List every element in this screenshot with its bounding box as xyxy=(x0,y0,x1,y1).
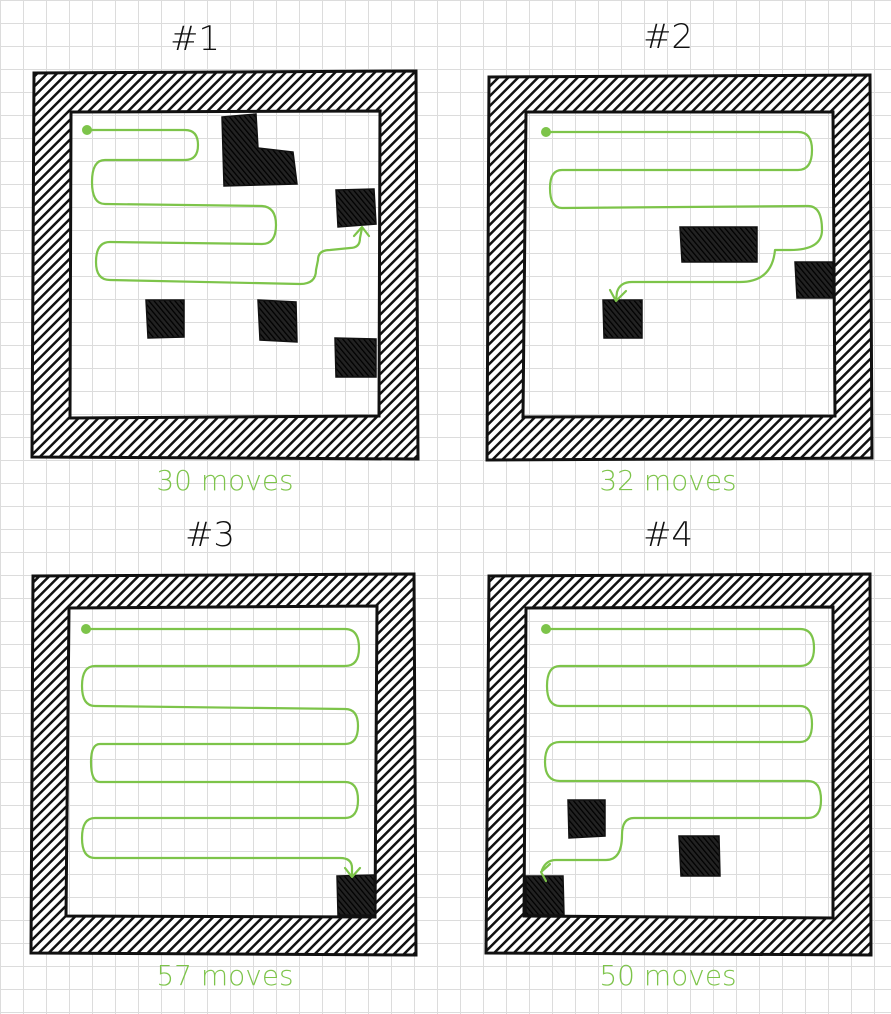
obstacle xyxy=(336,874,376,916)
panel-2: #2 32 moves xyxy=(485,17,874,497)
obstacles xyxy=(602,226,834,339)
robot-path xyxy=(82,125,371,286)
robot-path xyxy=(80,624,362,879)
panel-title: #2 xyxy=(643,17,693,57)
panel-3: #3 57 moves xyxy=(29,515,418,992)
robot-path xyxy=(541,127,824,303)
obstacle xyxy=(794,261,834,299)
path-arrowhead xyxy=(539,862,552,883)
path-route xyxy=(544,130,824,302)
obstacle xyxy=(679,226,758,263)
panel-title: #1 xyxy=(170,19,220,59)
room-walls xyxy=(484,572,873,957)
panel-title: #4 xyxy=(643,515,693,555)
path-route xyxy=(540,627,823,872)
move-count: 30 moves xyxy=(156,464,293,497)
panel-title: #3 xyxy=(185,515,235,555)
room-walls xyxy=(30,69,420,461)
obstacle xyxy=(602,299,643,339)
obstacle xyxy=(525,875,565,916)
move-count: 57 moves xyxy=(156,959,293,992)
obstacle xyxy=(678,835,721,877)
obstacle xyxy=(567,799,606,839)
obstacle xyxy=(221,113,298,187)
room-walls xyxy=(485,73,874,462)
path-route xyxy=(80,627,361,878)
move-count: 50 moves xyxy=(599,959,736,992)
path-route xyxy=(85,128,364,286)
room-walls xyxy=(29,572,418,957)
obstacles xyxy=(145,113,377,378)
panel-4: #4 50 moves xyxy=(484,515,873,992)
path-arrowhead xyxy=(343,866,362,879)
obstacles xyxy=(336,874,376,916)
robot-path xyxy=(539,624,823,883)
obstacles xyxy=(525,799,721,916)
panel-1: #1 30 moves xyxy=(30,19,420,497)
obstacle xyxy=(334,337,377,378)
obstacle xyxy=(257,299,298,343)
obstacle xyxy=(145,299,185,339)
path-arrowhead xyxy=(352,225,371,238)
path-arrowhead xyxy=(608,288,628,303)
move-count: 32 moves xyxy=(599,464,736,497)
obstacle xyxy=(335,188,377,228)
